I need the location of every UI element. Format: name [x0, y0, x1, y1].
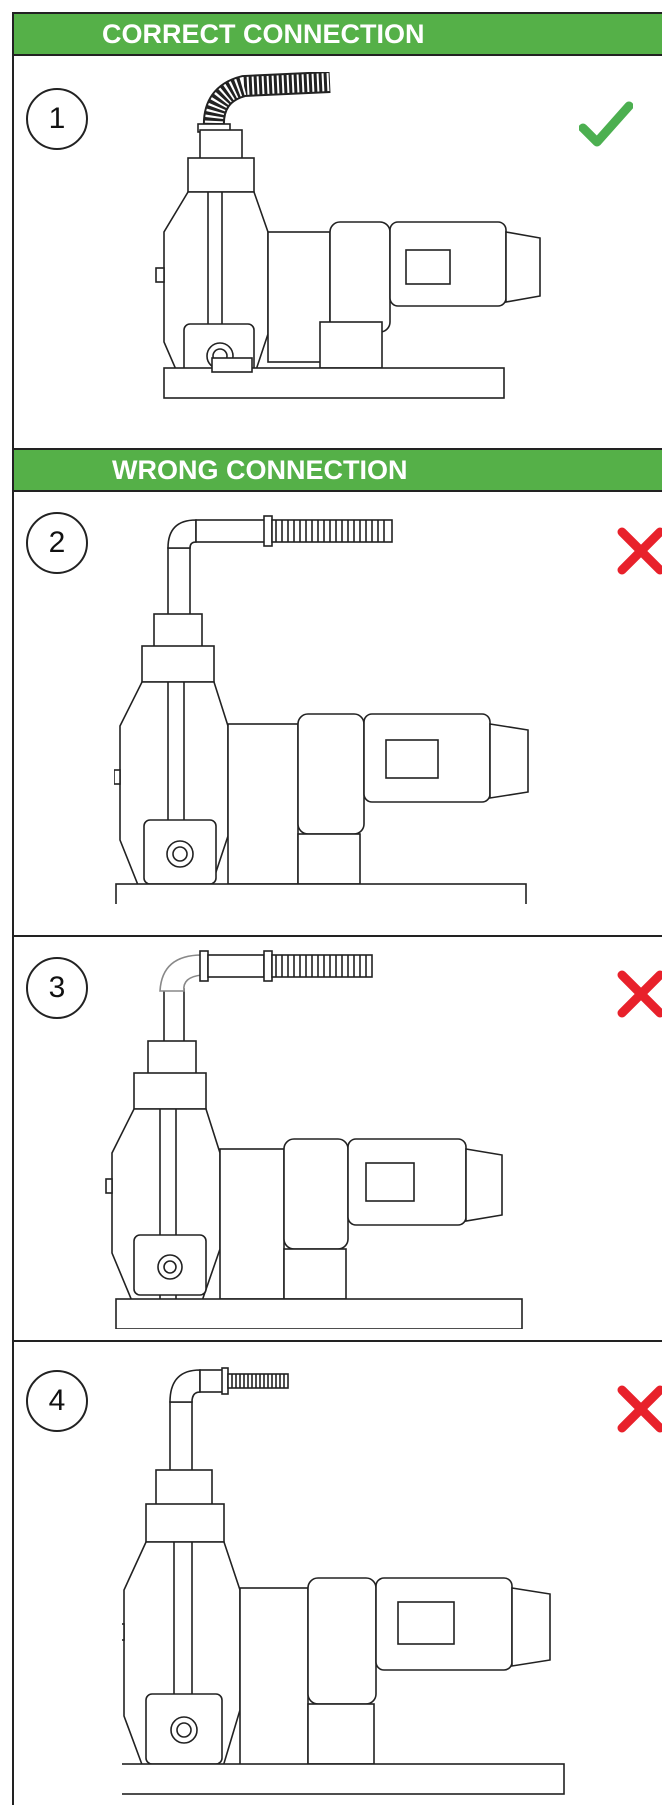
step-number-badge: 3	[26, 957, 88, 1019]
wrong-connection-banner: WRONG CONNECTION	[12, 448, 662, 492]
pump-illustration	[122, 1367, 565, 1795]
check-icon	[579, 101, 633, 147]
pump-illustration	[114, 515, 529, 904]
panel-divider	[12, 935, 662, 937]
panel-wrong-2: 2	[14, 494, 662, 935]
step-number-badge: 1	[26, 88, 88, 150]
cross-icon	[617, 970, 662, 1018]
correct-connection-banner: CORRECT CONNECTION	[12, 12, 662, 56]
pump-illustration	[155, 72, 541, 399]
cross-icon	[617, 1385, 662, 1433]
step-number-badge: 4	[26, 1370, 88, 1432]
panel-wrong-4: 4	[14, 1342, 662, 1805]
panel-divider	[12, 1340, 662, 1342]
panel-wrong-3: 3	[14, 937, 662, 1340]
correct-connection-title: CORRECT CONNECTION	[102, 19, 425, 49]
wrong-connection-title: WRONG CONNECTION	[112, 455, 408, 485]
pump-illustration	[105, 950, 523, 1329]
step-number-badge: 2	[26, 512, 88, 574]
panel-correct-1: 1	[14, 58, 662, 448]
cross-icon	[617, 527, 662, 575]
